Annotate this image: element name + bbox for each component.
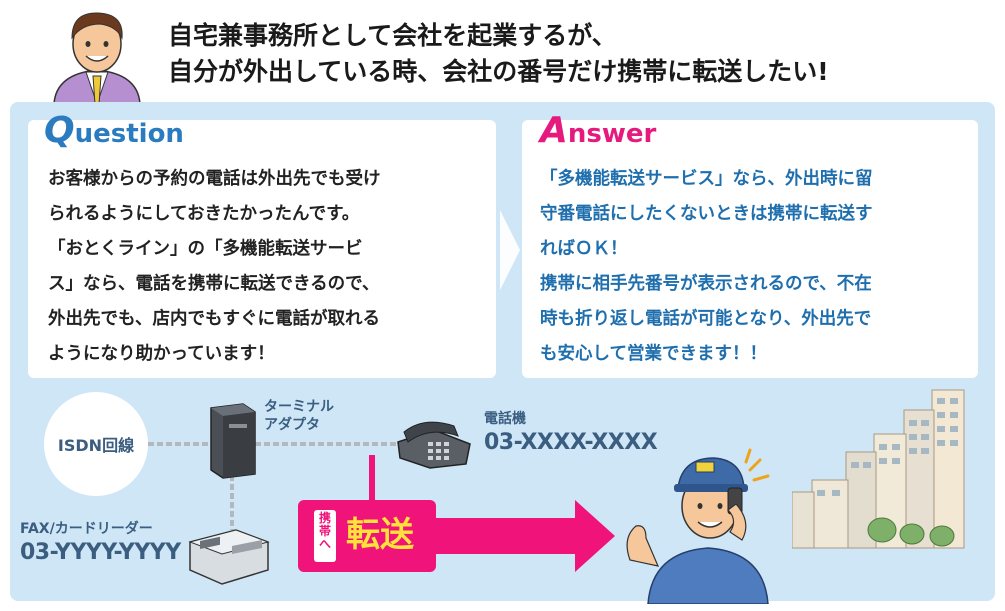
- question-line: ようになり助かっています！: [48, 344, 275, 364]
- fax-machine-icon: [188, 529, 270, 585]
- headline-line-1: 自宅兼事務所として会社を起業するが、: [168, 21, 617, 50]
- question-line: ス」なら、電話を携帯に転送できるので、: [48, 274, 380, 294]
- question-label-initial: Q: [44, 110, 75, 151]
- answer-label: Answer: [540, 113, 657, 150]
- terminal-adapter-label-line-1: ターミナル: [264, 399, 334, 415]
- answer-line: ればＯＫ！: [540, 239, 628, 259]
- headline: 自宅兼事務所として会社を起業するが、 自分が外出している時、会社の番号だけ携帯に…: [168, 18, 988, 90]
- isdn-circle: [44, 392, 148, 496]
- question-card: [28, 120, 496, 378]
- answer-line: 「多機能転送サービス」なら、外出時に留: [540, 169, 873, 189]
- forward-small-label: 携帯へ: [314, 510, 336, 562]
- terminal-adapter-label: ターミナル アダプタ: [264, 398, 334, 434]
- question-text: お客様からの予約の電話は外出先でも受け られるようにしておきたかったんです。 「…: [48, 162, 488, 372]
- worker-on-phone-icon: [626, 448, 770, 604]
- telephone-icon: [397, 421, 471, 469]
- answer-line: 守番電話にしたくないときは携帯に転送す: [540, 204, 873, 224]
- question-line: られるようにしておきたかったんです。: [48, 204, 360, 224]
- answer-line: も安心して営業できます！！: [540, 344, 767, 364]
- headline-line-2: 自分が外出している時、会社の番号だけ携帯に転送したい!: [168, 57, 829, 86]
- answer-label-initial: A: [540, 110, 568, 151]
- answer-line: 携帯に相手先番号が表示されるので、不在: [540, 274, 872, 294]
- isdn-label: ISDN回線: [57, 436, 135, 455]
- question-label-rest: uestion: [74, 119, 184, 149]
- question-line: お客様からの予約の電話は外出先でも受け: [48, 169, 381, 189]
- chevron-right-icon: [500, 210, 520, 290]
- city-buildings-icon: [792, 389, 965, 549]
- answer-line: 時も折り返し電話が可能となり、外出先で: [540, 309, 872, 329]
- answer-text: 「多機能転送サービス」なら、外出時に留 守番電話にしたくないときは携帯に転送す …: [540, 162, 970, 372]
- fax-label: FAX/カードリーダー: [20, 521, 153, 537]
- question-line: 外出先でも、店内でもすぐに電話が取れる: [48, 309, 380, 329]
- answer-label-rest: nswer: [567, 119, 657, 149]
- forward-big-label: 転送: [346, 515, 414, 555]
- answer-card: [522, 120, 978, 378]
- phone-number: 03-XXXX-XXXX: [484, 430, 658, 455]
- fax-number: 03-YYYY-YYYY: [20, 540, 181, 565]
- question-line: 「おとくライン」の「多機能転送サービ: [48, 239, 363, 259]
- question-label: Question: [44, 113, 184, 150]
- phone-label: 電話機: [484, 411, 526, 427]
- businessman-icon: [53, 12, 141, 104]
- terminal-adapter-label-line-2: アダプタ: [264, 417, 320, 433]
- terminal-adapter-icon: [210, 403, 256, 479]
